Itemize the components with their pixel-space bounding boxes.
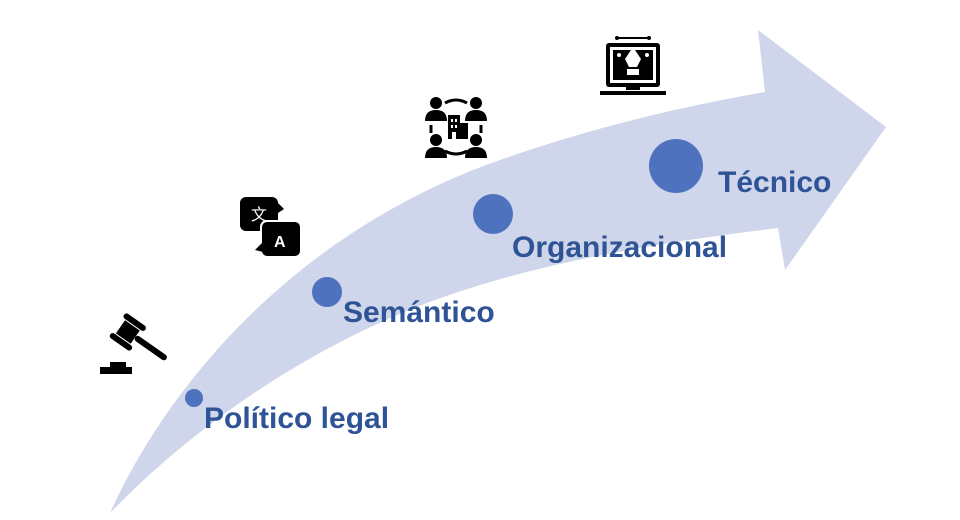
- gavel-icon: [100, 313, 167, 374]
- label-organizacional: Organizacional: [512, 231, 728, 264]
- dot-tecnico: [649, 139, 703, 193]
- dot-politico-legal: [185, 389, 203, 407]
- dot-organizacional: [473, 194, 513, 234]
- arrow-shape: [110, 30, 886, 513]
- translate-icon: 文 A: [240, 197, 302, 258]
- svg-text:文: 文: [251, 205, 267, 224]
- organization-people-icon: [425, 97, 487, 158]
- dot-semantico: [312, 277, 342, 307]
- svg-text:A: A: [274, 234, 286, 251]
- laptop-design-icon: [600, 36, 666, 95]
- label-politico-legal: Político legal: [204, 402, 390, 435]
- label-tecnico: Técnico: [718, 166, 832, 199]
- label-semantico: Semántico: [343, 296, 495, 329]
